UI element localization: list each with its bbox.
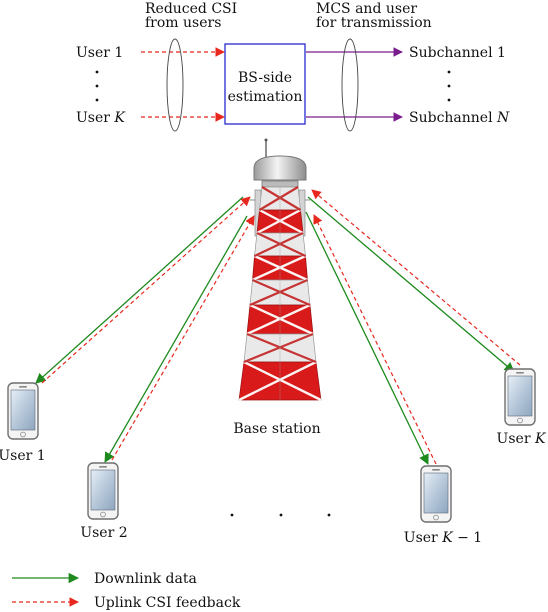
user-k-label: User K <box>497 431 547 447</box>
input-user-k-prefix: User <box>76 110 114 126</box>
user-1-label: User 1 <box>0 448 46 464</box>
bs-estimation-line1: BS-side <box>238 70 292 86</box>
output-group-ellipse <box>341 38 359 132</box>
reduced-csi-label-line1: Reduced CSI <box>145 1 237 17</box>
bs-estimation-line2: estimation <box>228 89 303 105</box>
input-user-k: User K <box>76 110 126 126</box>
base-station-label: Base station <box>233 421 320 437</box>
uplink-arrow-user-1 <box>41 196 251 384</box>
uplink-arrow-user-2 <box>111 215 255 461</box>
users-ellipsis-dot <box>279 513 283 517</box>
downlink-arrow-user-1 <box>35 196 244 384</box>
user-k-1-prefix: User <box>404 530 442 546</box>
smartphone-icon <box>504 368 536 426</box>
bs-estimation-block <box>224 43 306 125</box>
input-dot <box>95 84 99 88</box>
input-group-ellipse <box>166 38 184 132</box>
output-subchannel-1: Subchannel 1 <box>409 45 506 61</box>
user-k-prefix: User <box>497 431 535 447</box>
uplink-arrow-user-k <box>311 189 521 366</box>
downlink-arrow-user-2 <box>104 215 248 463</box>
user-k-1-suffix: − 1 <box>453 530 483 546</box>
uplink-arrow-user-k-1 <box>313 214 437 465</box>
smartphone-icon <box>87 462 119 520</box>
mcs-label-line1: MCS and user <box>316 1 417 17</box>
smartphone-icon <box>420 465 452 523</box>
input-user-1: User 1 <box>76 45 123 61</box>
reduced-csi-label-line2: from users <box>145 15 221 31</box>
legend-uplink-label: Uplink CSI feedback <box>94 595 241 611</box>
users-ellipsis-dot <box>327 513 331 517</box>
legend-downlink-label: Downlink data <box>94 571 197 587</box>
user-k-1-var: K <box>441 530 454 546</box>
output-dot <box>447 70 451 74</box>
output-subchannel-n: Subchannel N <box>409 110 510 126</box>
input-user-k-var: K <box>113 110 126 126</box>
output-dot <box>447 84 451 88</box>
downlink-arrow-user-k <box>307 196 515 373</box>
downlink-arrow-user-k-1 <box>305 211 429 465</box>
input-dot <box>95 98 99 102</box>
mcs-label-line2: for transmission <box>316 15 432 31</box>
cell-tower-icon <box>238 138 322 402</box>
output-subchannel-n-var: N <box>496 110 510 126</box>
user-k-var: K <box>534 431 547 447</box>
output-dot <box>447 98 451 102</box>
output-subchannel-n-prefix: Subchannel <box>409 110 497 126</box>
smartphone-icon <box>7 382 39 440</box>
user-2-label: User 2 <box>80 525 127 541</box>
user-k-1-label: User K − 1 <box>404 530 482 546</box>
input-dot <box>95 70 99 74</box>
users-ellipsis-dot <box>230 513 234 517</box>
